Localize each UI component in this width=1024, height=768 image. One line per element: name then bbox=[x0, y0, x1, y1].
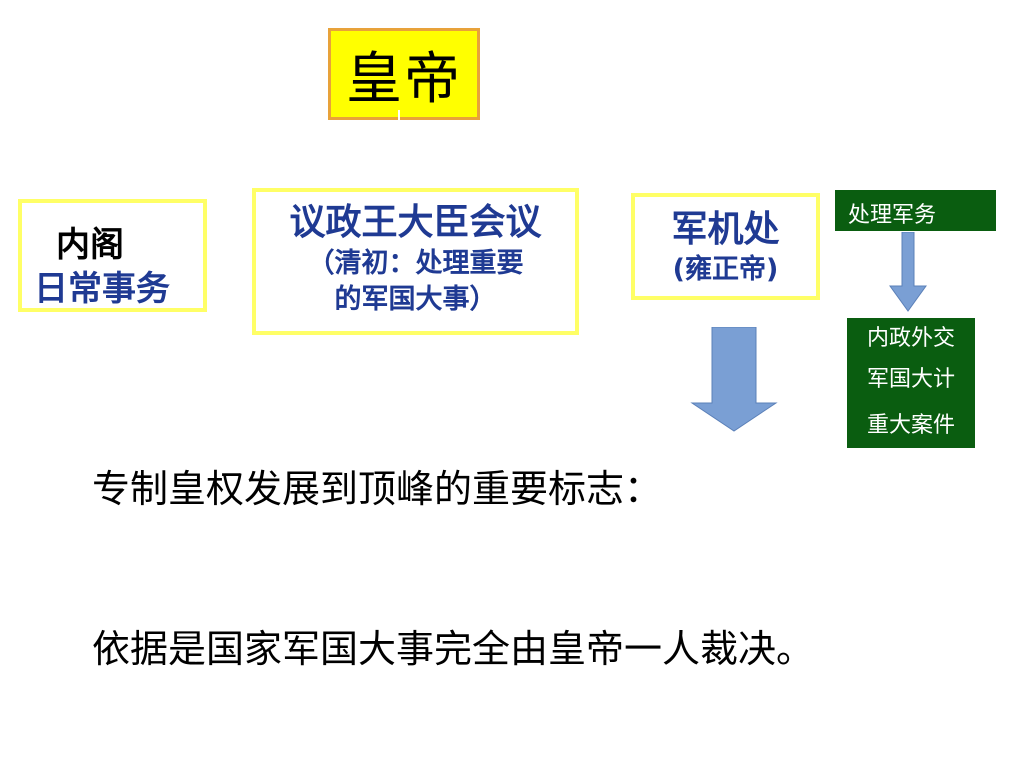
basis-statement: 依据是国家军国大事完全由皇帝一人裁决。 bbox=[92, 627, 815, 671]
neige-box: 内阁 日常事务 bbox=[18, 199, 207, 312]
affairs-item: 内政外交 bbox=[866, 326, 955, 351]
major-affairs-box: 内政外交 军国大计 重大案件 bbox=[847, 318, 975, 448]
junjichu-box: 军机处 (雍正帝) bbox=[631, 193, 820, 300]
down-arrow-icon bbox=[889, 232, 927, 312]
yizheng-note-line2: 的军国大事） bbox=[334, 284, 497, 315]
neige-title: 内阁 bbox=[56, 225, 124, 265]
affairs-item: 重大案件 bbox=[866, 413, 955, 438]
junjichu-note: (雍正帝) bbox=[672, 254, 779, 285]
emperor-box: 皇帝 bbox=[328, 28, 480, 120]
junjichu-title: 军机处 bbox=[671, 209, 780, 250]
yizheng-council-box: 议政王大臣会议 （清初：处理重要 的军国大事） bbox=[252, 188, 579, 335]
affairs-item: 军国大计 bbox=[866, 367, 955, 392]
military-affairs-label: 处理军务 bbox=[848, 203, 937, 228]
emperor-label: 皇帝 bbox=[346, 46, 462, 112]
neige-duty: 日常事务 bbox=[34, 269, 170, 309]
big-down-arrow-icon bbox=[690, 327, 778, 432]
yizheng-note-line1: （清初：处理重要 bbox=[307, 248, 524, 279]
military-affairs-box: 处理军务 bbox=[835, 190, 996, 231]
emperor-connector-mark bbox=[398, 110, 400, 120]
sign-statement: 专制皇权发展到顶峰的重要标志： bbox=[92, 467, 663, 511]
yizheng-title: 议政王大臣会议 bbox=[289, 202, 542, 243]
